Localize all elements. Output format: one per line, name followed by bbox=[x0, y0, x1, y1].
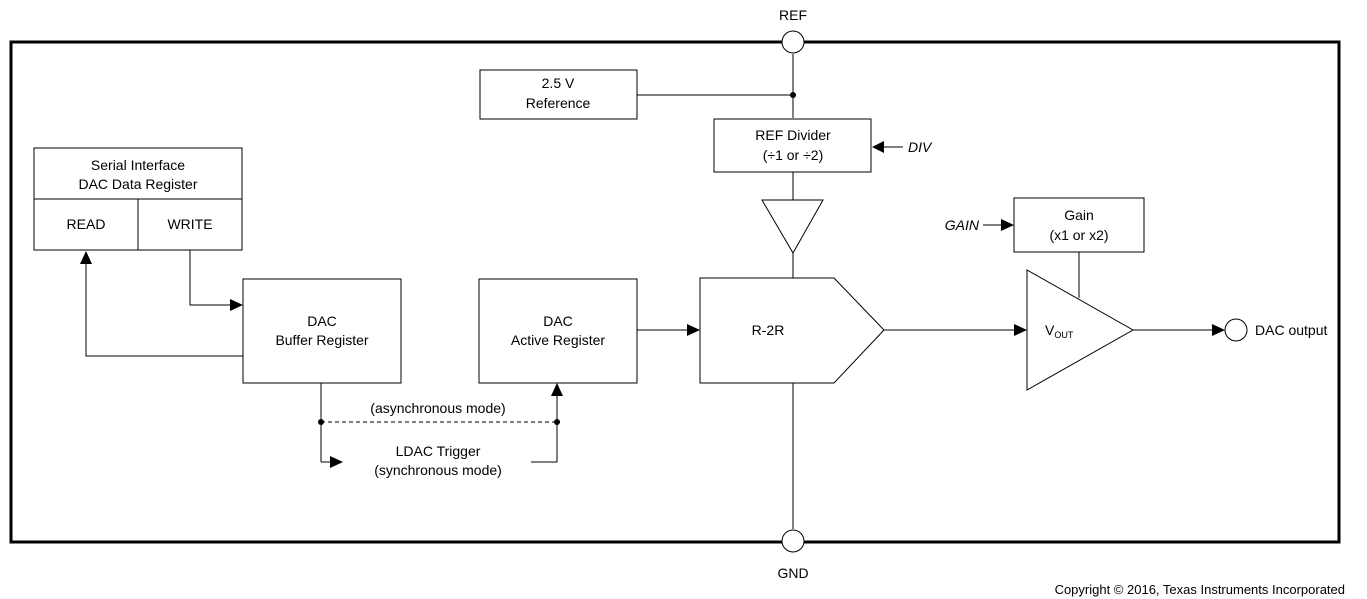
dac-output-label: DAC output bbox=[1255, 322, 1327, 338]
read-label: READ bbox=[67, 216, 106, 232]
div-arrow-icon bbox=[872, 141, 884, 153]
active-input-arrow-icon bbox=[551, 383, 563, 396]
ref-divider-label-2: (÷1 or ÷2) bbox=[763, 147, 824, 163]
chip-boundary bbox=[9, 40, 1341, 544]
sync-mode-label: (synchronous mode) bbox=[374, 462, 502, 478]
ref-buffer-triangle bbox=[761, 199, 824, 255]
r2r-label: R-2R bbox=[752, 322, 785, 338]
gain-arrow-icon bbox=[1001, 219, 1014, 231]
reference-label-2: Reference bbox=[526, 95, 591, 111]
copyright-text: Copyright © 2016, Texas Instruments Inco… bbox=[1055, 582, 1345, 597]
write-arrow-icon bbox=[230, 299, 243, 311]
dac-output-pin-icon bbox=[1224, 318, 1248, 342]
gnd-pin-label: GND bbox=[777, 565, 808, 581]
gain-signal-label: GAIN bbox=[945, 217, 980, 233]
serial-interface-label-1: Serial Interface bbox=[91, 157, 185, 173]
output-arrow-icon bbox=[1212, 324, 1225, 336]
vout-subscript: OUT bbox=[1054, 330, 1074, 340]
r2r-input-arrow-icon bbox=[687, 324, 700, 336]
gain-block-label-1: Gain bbox=[1064, 207, 1094, 223]
ref-divider-label-1: REF Divider bbox=[755, 127, 831, 143]
reference-junction-dot bbox=[790, 92, 796, 98]
active-register-label-1: DAC bbox=[543, 313, 573, 329]
r2r-block bbox=[699, 277, 885, 384]
ldac-to-active-line bbox=[531, 396, 558, 463]
active-register-label-2: Active Register bbox=[511, 332, 605, 348]
vout-input-arrow-icon bbox=[1014, 324, 1027, 336]
buffer-register-block bbox=[242, 278, 402, 384]
vout-label: VOUT bbox=[1045, 322, 1074, 340]
active-register-block bbox=[478, 278, 638, 384]
vout-main: V bbox=[1045, 322, 1055, 338]
buffer-register-label-2: Buffer Register bbox=[275, 332, 368, 348]
serial-interface-label-2: DAC Data Register bbox=[78, 176, 197, 192]
ref-divider-block bbox=[713, 118, 872, 173]
async-mode-label: (asynchronous mode) bbox=[370, 400, 505, 416]
buffer-to-read-line bbox=[85, 264, 243, 357]
ref-pin-label: REF bbox=[779, 7, 807, 23]
read-arrow-icon bbox=[80, 251, 92, 264]
buffer-register-label-1: DAC bbox=[307, 313, 337, 329]
reference-label-1: 2.5 V bbox=[542, 75, 575, 91]
write-to-buffer-line bbox=[189, 250, 230, 306]
vout-amplifier bbox=[1026, 269, 1135, 391]
ldac-trigger-label: LDAC Trigger bbox=[396, 443, 481, 459]
ldac-input-arrow-icon bbox=[330, 456, 343, 468]
div-signal-label: DIV bbox=[908, 139, 933, 155]
gain-block-label-2: (x1 or x2) bbox=[1049, 227, 1108, 243]
write-label: WRITE bbox=[167, 216, 212, 232]
active-junction-dot bbox=[554, 419, 560, 425]
ref-pin-icon bbox=[781, 30, 805, 54]
gnd-pin-icon bbox=[781, 529, 805, 553]
gain-block bbox=[1013, 197, 1145, 253]
